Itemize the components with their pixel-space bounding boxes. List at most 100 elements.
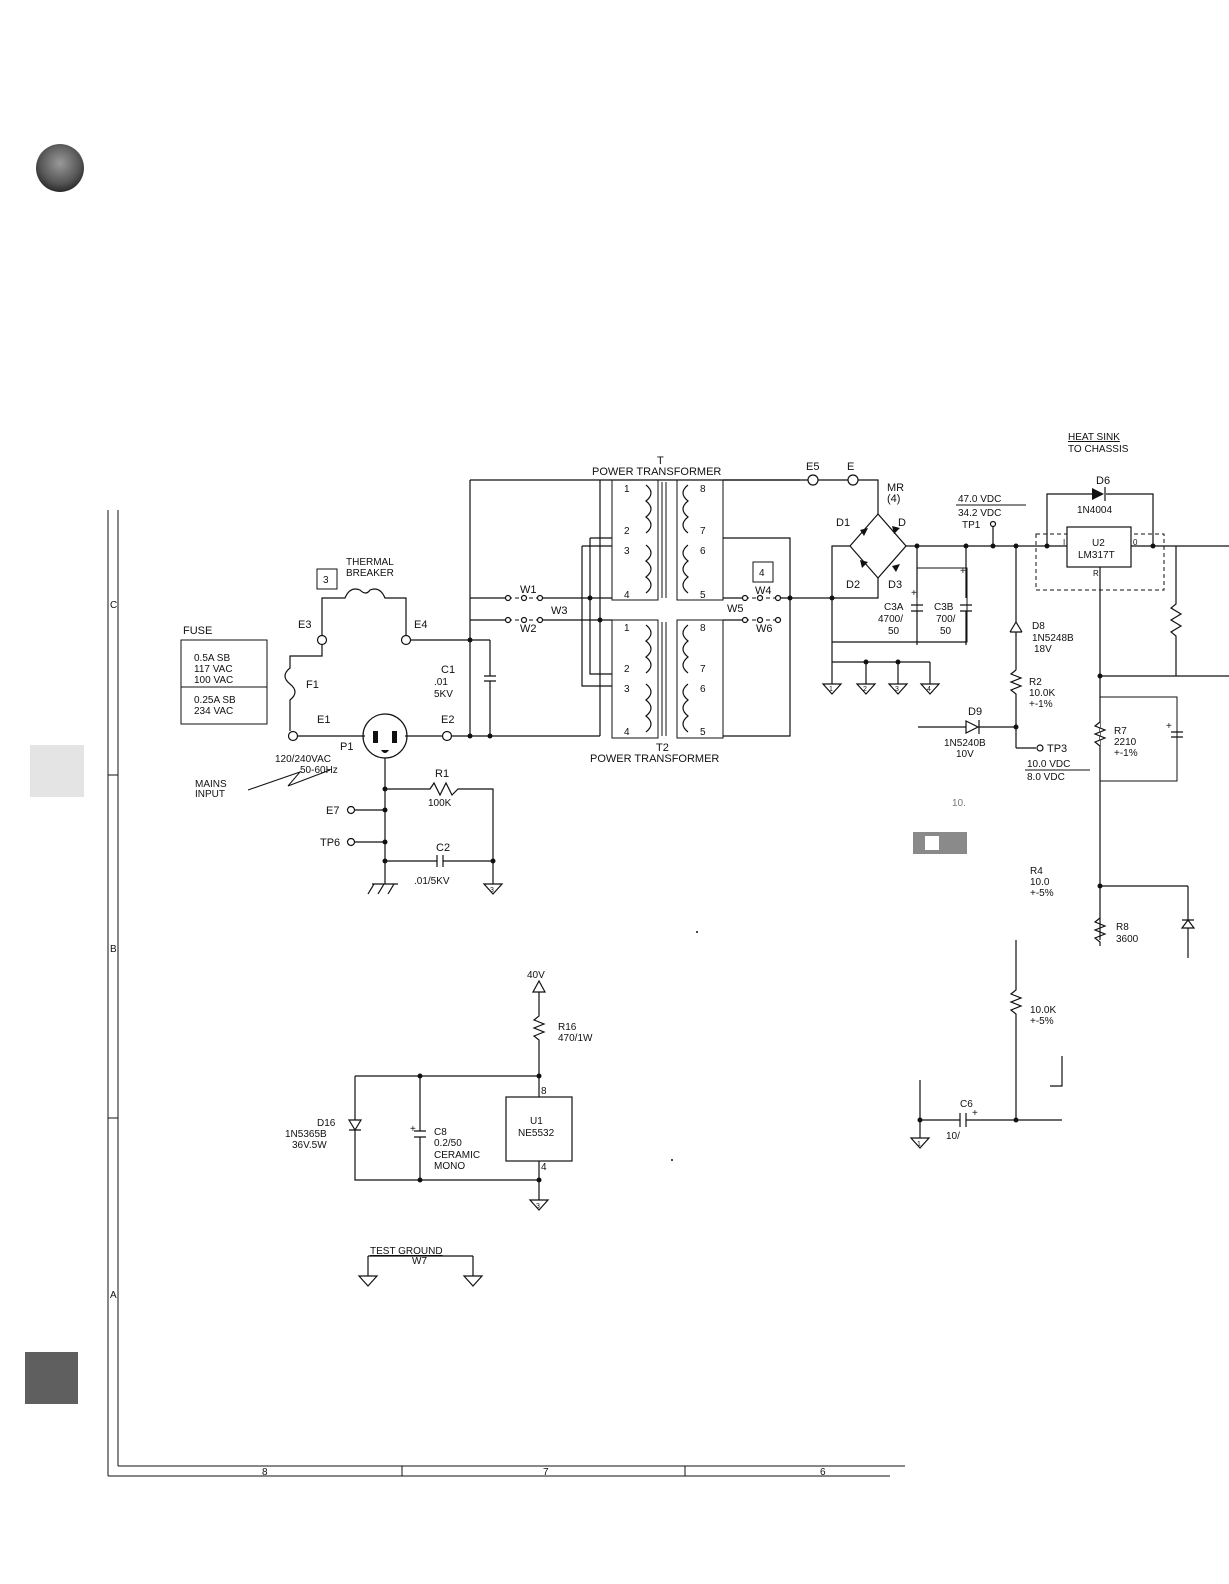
r8-ref: R8 (1116, 922, 1129, 933)
test-ground-w7: TEST GROUND W7 (357, 1246, 484, 1287)
mains-input-label: INPUT (195, 789, 225, 800)
mr-qty: (4) (887, 493, 900, 505)
c6-val: 10/ (946, 1131, 960, 1142)
d6-part: 1N4004 (1077, 505, 1112, 516)
terminal-label: E3 (298, 619, 311, 631)
c3a-ref: C3A (884, 602, 904, 613)
gnd-tag: 3 (490, 887, 494, 894)
t2-title: POWER TRANSFORMER (590, 753, 719, 765)
u2-part: LM317T (1078, 550, 1115, 561)
rail-voltage-2: 34.2 VDC (958, 508, 1001, 519)
t2-pin: 6 (700, 684, 706, 695)
scan-speck (671, 1159, 673, 1161)
r7-section: R7 2210 +-1% + (1093, 696, 1183, 782)
c1-val: .01 (434, 677, 448, 688)
c2-ref: C2 (436, 842, 450, 854)
fuse-f1: F1 (284, 644, 323, 731)
r4-val: 10.0 (1030, 877, 1050, 888)
jumper-label: W4 (755, 585, 772, 597)
rail-voltage-1: 47.0 VDC (958, 494, 1001, 505)
r2-tol: +-1% (1029, 699, 1053, 710)
c2-val: .01/5KV (414, 876, 450, 887)
terminal-e2 (441, 730, 453, 742)
terminal-e4 (400, 634, 412, 646)
mains-input-label: MAINS (195, 779, 227, 790)
c8-val: CERAMIC (434, 1150, 480, 1161)
gnd-tag: 3 (536, 1203, 540, 1210)
lower-right-section: 10. R4 10.0 +-5% R8 3600 10.0K +-5% 1 C6… (909, 798, 1196, 1149)
jumper-label: W6 (756, 623, 773, 635)
diode-label: D2 (846, 579, 860, 591)
r16-val: 470/1W (558, 1033, 593, 1044)
terminal-label: E4 (414, 619, 427, 631)
u2-pin: R (1093, 569, 1099, 578)
r2-val: 10.0K (1029, 688, 1055, 699)
r7-tol: +-1% (1114, 748, 1138, 759)
d6-ref: D6 (1096, 475, 1110, 487)
reference-section: D8 1N5248B 18V R2 10.0K +-1% D9 1N5240B … (918, 546, 1090, 783)
r16-ref: R16 (558, 1022, 577, 1033)
t1-pin: 6 (700, 546, 706, 557)
d9-part: 1N5240B (944, 738, 986, 749)
mr-ref: MR (887, 482, 904, 494)
r7-ref: R7 (1114, 726, 1127, 737)
frame-col-label: 7 (543, 1467, 549, 1478)
t1-pin: 1 (624, 484, 630, 495)
v40-label: 40V (527, 970, 545, 981)
t1-pin: 8 (700, 484, 706, 495)
t1-pin: 2 (624, 526, 630, 537)
t2-pin: 8 (700, 623, 706, 634)
mains-plug-p1: P1 120/240VAC 50-60Hz MAINS INPUT (195, 713, 408, 800)
test-ground-label: TEST GROUND (370, 1246, 443, 1257)
fuse-table-title: FUSE (183, 625, 212, 637)
tag-label: 4 (759, 568, 765, 579)
breaker-tag: 3 (323, 575, 329, 586)
diode-label: D (898, 517, 906, 529)
ground-branch: R1 100K C2 .01/5KV E7 TP6 3 (320, 758, 504, 895)
terminal-label: TP6 (320, 837, 340, 849)
bridge-rectifier-mr: MR (4) D1 D D2 D3 (829, 482, 1100, 662)
r5-tol: +-5% (1030, 1016, 1054, 1027)
t2-pin: 7 (700, 664, 706, 675)
terminal-e3 (316, 634, 328, 646)
plus-mark: + (960, 566, 966, 577)
d8-volt: 18V (1034, 644, 1052, 655)
d16-volt: 36V.5W (292, 1140, 327, 1151)
plug-ref: P1 (340, 741, 353, 753)
u2-pin: 0 (1133, 538, 1138, 547)
frame-row-label: A (110, 1290, 117, 1301)
frame-col-label: 6 (820, 1467, 826, 1478)
r8-val: 3600 (1116, 934, 1139, 945)
drawing-frame: C B A 8 7 6 (107, 510, 905, 1478)
faded-label: 10. (952, 798, 966, 809)
plus-mark: + (410, 1124, 416, 1135)
d9-volt: 10V (956, 749, 974, 760)
heatsink-label: HEAT SINK (1068, 432, 1120, 443)
fuse-cell: 117 VAC (194, 664, 233, 675)
t1-ref: T (657, 455, 664, 467)
transformer-t1: T POWER TRANSFORMER 1 2 3 4 8 7 6 5 (592, 455, 724, 601)
terminal-label: TP3 (1047, 743, 1067, 755)
c3a-val: 50 (888, 626, 900, 637)
capacitor-c3: + + C3A 4700/ 50 C3B 700/ 50 (832, 543, 972, 645)
d16-ref: D16 (317, 1118, 336, 1129)
r4-ref: R4 (1030, 866, 1043, 877)
c3a-val: 4700/ (878, 614, 903, 625)
frame-row-label: C (110, 600, 117, 611)
fuse-cell: 0.5A SB (194, 653, 230, 664)
c8-ref: C8 (434, 1127, 447, 1138)
mains-spec: 120/240VAC (275, 754, 331, 765)
u1-ref: U1 (530, 1116, 543, 1127)
terminal-e6 (847, 474, 859, 486)
terminal-e1 (287, 730, 299, 742)
u1-pin: 8 (541, 1086, 547, 1097)
terminal-label: E (847, 461, 854, 473)
t2-pin: 2 (624, 664, 630, 675)
r7-val: 2210 (1114, 737, 1137, 748)
fuse-cell: 0.25A SB (194, 695, 236, 706)
t2-pin: 1 (624, 623, 630, 634)
u2-pin: I (1063, 538, 1065, 547)
heatsink-label: TO CHASSIS (1068, 444, 1129, 455)
scan-speck (696, 931, 698, 933)
